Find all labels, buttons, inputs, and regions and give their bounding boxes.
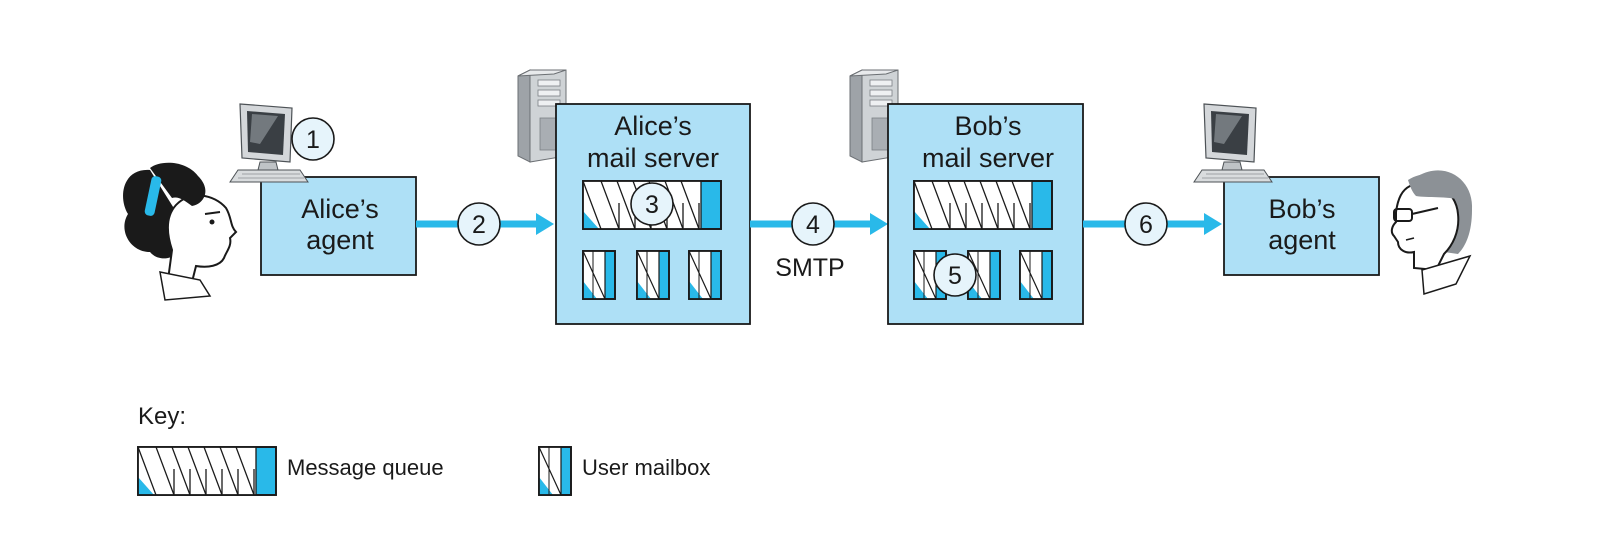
step-4-circle: [791, 202, 835, 246]
key-user-mailbox-icon: [538, 446, 572, 496]
key-message-queue-icon: [137, 446, 277, 496]
step-1-label: 1: [306, 126, 320, 154]
arrowhead-6-icon: [1204, 213, 1222, 235]
alice-agent-label-line1: Alice’s: [301, 194, 379, 224]
bob-agent-label-line1: Bob’s: [1268, 194, 1335, 224]
step-2-label: 2: [472, 211, 486, 239]
alice-mailbox-1-icon: [582, 250, 616, 300]
bob-server-label-line2: mail server: [922, 143, 1054, 173]
arrowhead-4-icon: [870, 213, 888, 235]
key-message-queue-label: Message queue: [287, 455, 444, 480]
alice-agent-label-line2: agent: [306, 225, 374, 255]
bob-person-icon: [1390, 170, 1473, 295]
alice-person-icon: [123, 162, 238, 301]
step-4-label: 4: [806, 211, 820, 239]
step-2-circle: [457, 202, 501, 246]
bob-agent-box: [1223, 176, 1380, 276]
arrowhead-2-icon: [536, 213, 554, 235]
alice-server-label-line1: Alice’s: [614, 111, 692, 141]
step-1-circle: [291, 117, 335, 161]
step-6-circle: [1124, 202, 1168, 246]
alice-mailbox-3-icon: [688, 250, 722, 300]
bob-server-label-line1: Bob’s: [954, 111, 1021, 141]
alice-server-label-line2: mail server: [587, 143, 719, 173]
bob-mailbox-3-icon: [1019, 250, 1053, 300]
bob-agent-label-line2: agent: [1268, 225, 1336, 255]
key-title: Key:: [138, 403, 186, 430]
key-user-mailbox-label: User mailbox: [582, 455, 710, 480]
bob-computer-icon: [1193, 103, 1273, 183]
step-5-circle: [933, 253, 977, 297]
step-6-label: 6: [1139, 211, 1153, 239]
step-3-label: 3: [645, 191, 659, 219]
alice-mailbox-2-icon: [636, 250, 670, 300]
smtp-protocol-label: SMTP: [775, 254, 844, 282]
step-3-circle: [630, 182, 674, 226]
step-5-label: 5: [948, 262, 962, 290]
bob-message-queue-icon: [913, 180, 1053, 230]
